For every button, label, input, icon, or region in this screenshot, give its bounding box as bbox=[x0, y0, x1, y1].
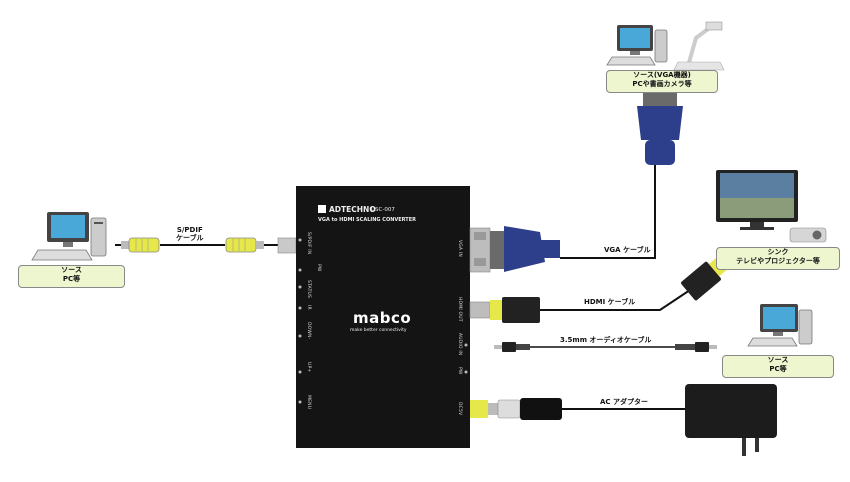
left-pc-label: ソース PC等 bbox=[18, 265, 125, 288]
television-icon bbox=[716, 170, 798, 230]
right-pc-label: ソース PC等 bbox=[722, 355, 834, 378]
port-label-up: UP+ bbox=[306, 362, 311, 373]
right-pc-icon bbox=[747, 304, 813, 347]
spdif-cable-label-line2: ケーブル bbox=[176, 234, 204, 242]
hdmi-cable-label: HDMI ケーブル bbox=[584, 298, 636, 306]
port-label-status: STATUS bbox=[306, 280, 311, 299]
audio-plug-pc bbox=[675, 342, 717, 352]
sink-label-line2: テレビやプロジェクター等 bbox=[736, 257, 820, 265]
ac-adapter-icon bbox=[685, 384, 777, 456]
port-label-vga-in: VGA IN bbox=[457, 240, 462, 257]
projector-icon bbox=[789, 227, 827, 243]
vga-cable-label: VGA ケーブル bbox=[604, 246, 651, 254]
audio-plug-device bbox=[494, 342, 530, 352]
port-label-pw-left: PW bbox=[316, 264, 321, 272]
ac-adapter-label: AC アダプター bbox=[600, 398, 648, 406]
spdif-cable-label-line1: S/PDIF bbox=[176, 226, 203, 234]
device-brand: ADTECHNO bbox=[329, 205, 376, 214]
adtechno-logo-mark bbox=[318, 205, 326, 213]
port-label-down: DOWN- bbox=[306, 322, 311, 340]
document-camera-icon bbox=[673, 21, 725, 71]
port-label-pw-right: PW bbox=[457, 367, 462, 375]
left-pc-icon bbox=[31, 212, 107, 261]
sink-label: シンク テレビやプロジェクター等 bbox=[716, 247, 840, 270]
spdif-connector-left bbox=[121, 237, 160, 253]
right-pc-label-line2: PC等 bbox=[769, 365, 787, 373]
port-label-ir: IR bbox=[306, 305, 311, 310]
spdif-connector-right bbox=[225, 237, 264, 253]
vga-source-pc-icon bbox=[606, 25, 668, 66]
vga-source-label-line1: ソース(VGA機器) bbox=[633, 71, 691, 79]
left-pc-label-line2: PC等 bbox=[62, 275, 81, 283]
vga-source-label-line2: PCや書画カメラ等 bbox=[632, 80, 692, 88]
vga-cable bbox=[560, 165, 656, 259]
vga-device-port bbox=[469, 227, 491, 273]
left-pc-label-line1: ソース bbox=[61, 266, 82, 274]
spdif-plug bbox=[277, 237, 297, 254]
hdmi-cable bbox=[540, 289, 691, 311]
device-logo: mabco bbox=[353, 309, 412, 327]
device-model: USC-007 bbox=[371, 207, 395, 213]
spdif-cable-label: S/PDIF ケーブル bbox=[176, 226, 204, 242]
dc-plug bbox=[470, 398, 562, 420]
port-label-menu: MENU bbox=[306, 395, 311, 410]
audio-cable-label: 3.5mm オーディオケーブル bbox=[560, 336, 652, 344]
port-label-dc5v: DC5V bbox=[457, 402, 462, 416]
sink-label-line1: シンク bbox=[767, 248, 789, 256]
vga-source-label: ソース(VGA機器) PCや書画カメラ等 bbox=[606, 70, 718, 93]
right-pc-label-line1: ソース bbox=[767, 356, 789, 364]
port-label-audio-in: AUDIO IN bbox=[457, 333, 462, 356]
converter-device bbox=[296, 186, 470, 448]
device-tagline: make better connectivity bbox=[350, 328, 407, 333]
vga-connector-source bbox=[637, 92, 683, 165]
port-label-spdif: S/PDIF IN bbox=[306, 232, 311, 255]
device-subtitle: VGA to HDMI SCALING CONVERTER bbox=[318, 217, 416, 223]
hdmi-device-port bbox=[469, 297, 540, 323]
vga-connector-device bbox=[490, 226, 560, 272]
port-label-hdmi-out: HDMI OUT bbox=[457, 297, 462, 322]
